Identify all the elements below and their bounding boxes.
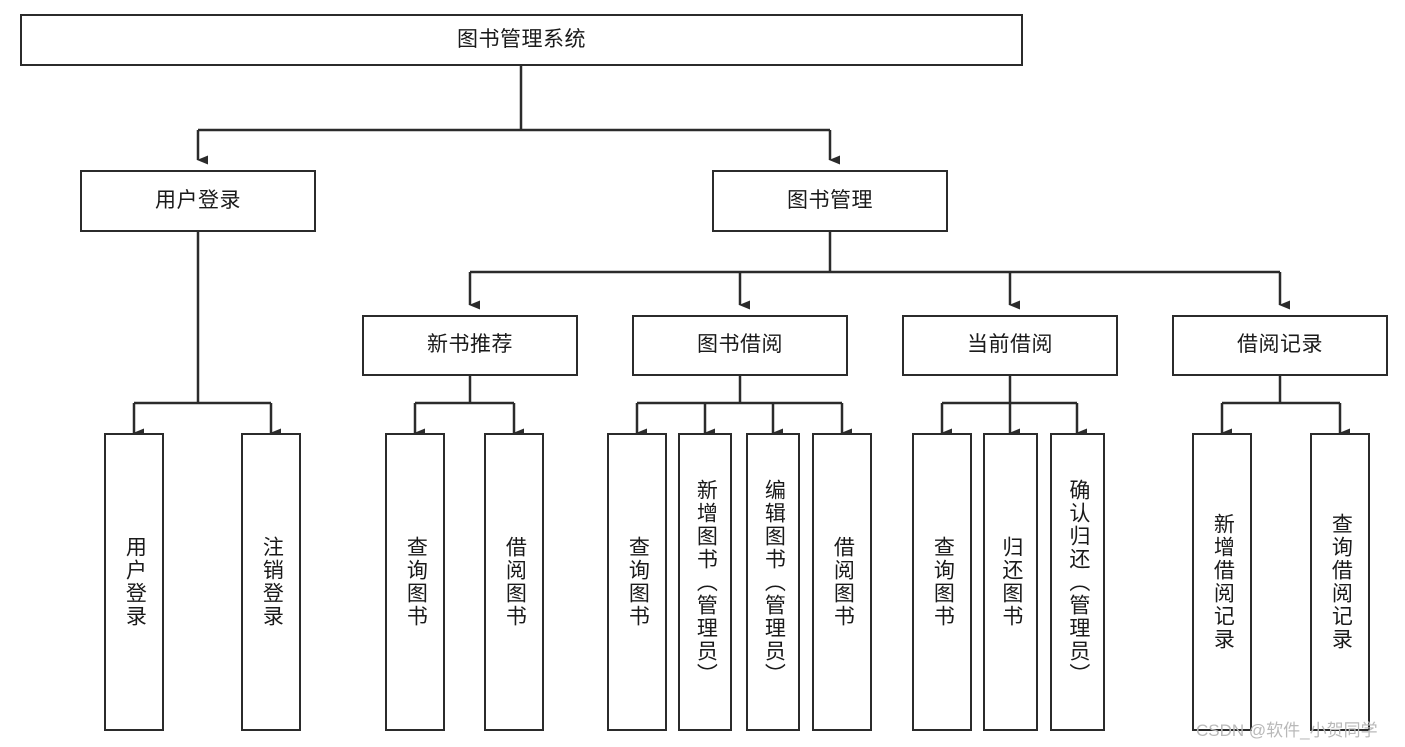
leaf-label: 查询图书 xyxy=(931,536,955,628)
leaf-new-book-query[interactable]: 查询图书 xyxy=(385,433,445,731)
node-borrow-records-label: 借阅记录 xyxy=(1237,333,1323,357)
leaf-label: 借阅图书 xyxy=(503,536,527,628)
leaf-current-return-book[interactable]: 归还图书 xyxy=(983,433,1038,731)
node-borrow-records[interactable]: 借阅记录 xyxy=(1172,315,1388,376)
leaf-borrow-edit-book[interactable]: 编辑图书（管理员） xyxy=(746,433,800,731)
node-root-label: 图书管理系统 xyxy=(457,27,586,51)
leaf-borrow-borrow-book[interactable]: 借阅图书 xyxy=(812,433,872,731)
node-book-borrow[interactable]: 图书借阅 xyxy=(632,315,848,376)
leaf-label: 确认归还（管理员） xyxy=(1066,478,1090,686)
leaf-user-login-login[interactable]: 用户登录 xyxy=(104,433,164,731)
node-new-book-recommend[interactable]: 新书推荐 xyxy=(362,315,578,376)
leaf-label: 用户登录 xyxy=(123,536,147,628)
node-user-login[interactable]: 用户登录 xyxy=(80,170,316,232)
node-current-borrow[interactable]: 当前借阅 xyxy=(902,315,1118,376)
node-book-management-label: 图书管理 xyxy=(787,188,873,212)
leaf-current-query-book[interactable]: 查询图书 xyxy=(912,433,972,731)
leaf-label: 注销登录 xyxy=(260,536,284,628)
leaf-label: 查询图书 xyxy=(626,536,650,628)
leaf-new-book-borrow[interactable]: 借阅图书 xyxy=(484,433,544,731)
leaf-records-query-record[interactable]: 查询借阅记录 xyxy=(1310,433,1370,731)
node-book-management[interactable]: 图书管理 xyxy=(712,170,948,232)
node-new-book-recommend-label: 新书推荐 xyxy=(427,333,513,357)
leaf-label: 查询借阅记录 xyxy=(1329,513,1353,651)
leaf-label: 新增借阅记录 xyxy=(1211,513,1235,651)
leaf-label: 归还图书 xyxy=(999,536,1023,628)
node-user-login-label: 用户登录 xyxy=(155,188,241,212)
node-root[interactable]: 图书管理系统 xyxy=(20,14,1023,66)
leaf-label: 借阅图书 xyxy=(831,536,855,628)
node-book-borrow-label: 图书借阅 xyxy=(697,333,783,357)
node-current-borrow-label: 当前借阅 xyxy=(967,333,1053,357)
leaf-records-add-record[interactable]: 新增借阅记录 xyxy=(1192,433,1252,731)
leaf-borrow-query-book[interactable]: 查询图书 xyxy=(607,433,667,731)
leaf-label: 新增图书（管理员） xyxy=(694,478,718,686)
leaf-label: 编辑图书（管理员） xyxy=(762,478,786,686)
leaf-borrow-add-book[interactable]: 新增图书（管理员） xyxy=(678,433,732,731)
leaf-current-confirm-return[interactable]: 确认归还（管理员） xyxy=(1050,433,1105,731)
leaf-label: 查询图书 xyxy=(404,536,428,628)
leaf-user-login-logout[interactable]: 注销登录 xyxy=(241,433,301,731)
